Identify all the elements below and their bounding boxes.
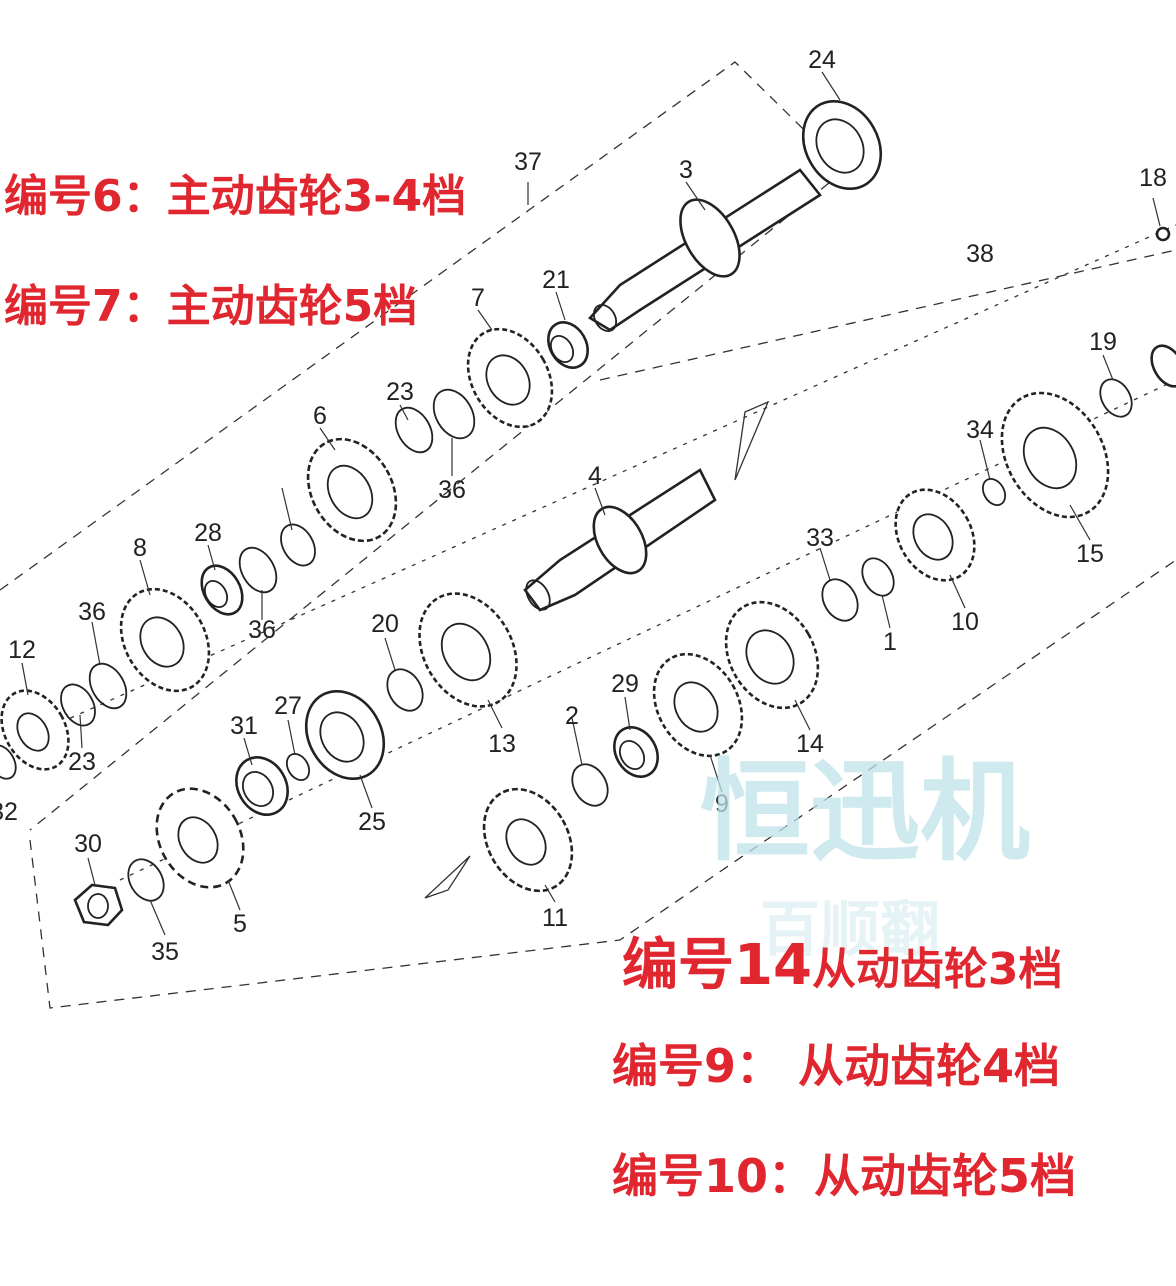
- washer-36a: [432, 388, 476, 440]
- part-number: 14: [796, 730, 824, 758]
- gear-6: [306, 437, 398, 543]
- direction-arrows: [424, 400, 770, 899]
- part-number: 28: [194, 519, 222, 547]
- part-number: 30: [74, 830, 102, 858]
- callout-part-10: 编号10：从动齿轮5档: [612, 1149, 1077, 1203]
- part-number: 34: [966, 416, 994, 444]
- washer-19: [1099, 378, 1133, 418]
- circlip-23a: [394, 406, 434, 454]
- bearing-25: [304, 689, 386, 781]
- part-number: 23: [386, 378, 414, 406]
- part-number: 25: [358, 808, 386, 836]
- part-number: 33: [806, 524, 834, 552]
- gear-10: [894, 488, 976, 582]
- gear-11: [482, 787, 574, 893]
- part-number: 5: [233, 910, 247, 938]
- part-number: 2: [565, 702, 579, 730]
- gear-13: [418, 592, 518, 708]
- gear-14: [724, 600, 820, 710]
- part-number: 12: [8, 636, 36, 664]
- part-number: 7: [471, 284, 485, 312]
- part-number: 9: [715, 790, 729, 818]
- counter-shaft-4: [523, 468, 717, 612]
- part-number: 18: [1139, 164, 1167, 192]
- part-number: 27: [274, 692, 302, 720]
- washer-34: [981, 477, 1007, 507]
- part-number: 37: [514, 148, 542, 176]
- part-number: 13: [488, 730, 516, 758]
- gear-7: [466, 327, 554, 429]
- bushing-29: [613, 726, 659, 778]
- part-number: 11: [542, 904, 568, 932]
- bushing-28: [200, 564, 244, 616]
- callout-part-14-text: 从动齿轮3档: [811, 944, 1063, 995]
- washer-20: [386, 668, 424, 712]
- part-numbers: 24 37 3 18 38 21 7 19 23 6 34 36 4 33 28…: [0, 46, 1167, 966]
- gear-9: [652, 652, 744, 758]
- leader-lines: [21, 71, 1161, 936]
- callout-part-6: 编号6：主动齿轮3-4档: [4, 171, 467, 222]
- part-number: 15: [1076, 540, 1104, 568]
- bushing-19: [1150, 344, 1176, 388]
- washer-36c: [88, 662, 128, 710]
- part-number: 8: [133, 534, 147, 562]
- part-number: 20: [371, 610, 399, 638]
- part-number: 1: [883, 628, 897, 656]
- watermark: 恒迅机 百顺翻: [700, 748, 1030, 965]
- part-number: 10: [951, 608, 979, 636]
- circlip-23b: [280, 523, 316, 567]
- part-number: 21: [542, 266, 570, 294]
- part-number: 38: [966, 240, 994, 268]
- washer-2: [571, 763, 609, 807]
- washer-36b: [238, 546, 278, 594]
- part-number: 35: [151, 938, 179, 966]
- part-number: 31: [230, 712, 258, 740]
- part-number: 3: [679, 156, 693, 184]
- sprocket-5: [155, 787, 245, 889]
- watermark-line-2: 百顺翻: [760, 895, 940, 965]
- callout-part-9: 编号9： 从动齿轮4档: [612, 1039, 1061, 1093]
- part-number: 6: [313, 402, 327, 430]
- gear-15: [1000, 391, 1110, 519]
- gear-12: [0, 689, 70, 771]
- part-number: 36: [438, 476, 466, 504]
- part-number: 32: [0, 798, 18, 826]
- circlip-1: [861, 557, 895, 597]
- nut-30: [73, 883, 124, 927]
- callout-part-14: 编号14从动齿轮3档: [622, 920, 1063, 1001]
- bearing-24: [801, 99, 883, 191]
- oring-27: [285, 752, 311, 782]
- part-number: 36: [78, 598, 106, 626]
- watermark-line-1: 恒迅机: [700, 748, 1030, 876]
- washer-32: [0, 744, 17, 780]
- part-number: 36: [248, 616, 276, 644]
- bushing-21: [547, 321, 589, 369]
- part-number: 4: [588, 462, 602, 490]
- callout-part-7: 编号7：主动齿轮5档: [4, 281, 418, 332]
- gear-8: [119, 587, 211, 693]
- part-number: 29: [611, 670, 639, 698]
- part-number: 24: [808, 46, 836, 74]
- main-shaft-3: [587, 168, 822, 333]
- washer-33: [821, 578, 859, 622]
- washer-35: [127, 858, 165, 902]
- circlip-23c: [60, 683, 96, 727]
- screw-18: [1155, 226, 1171, 242]
- part-number: 19: [1089, 328, 1117, 356]
- part-number: 23: [68, 748, 96, 776]
- callout-part-14-number: 编号14: [622, 933, 812, 998]
- spacer-31: [235, 756, 289, 816]
